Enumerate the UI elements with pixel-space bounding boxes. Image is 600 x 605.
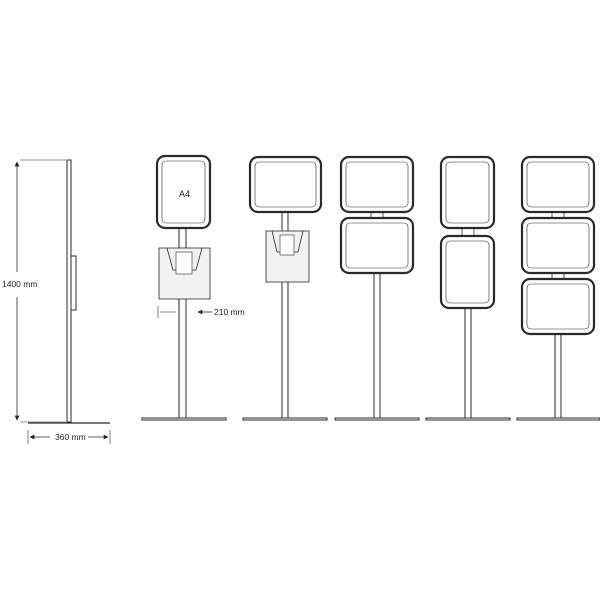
stand2-frame-inner [254,161,317,208]
stand5-frame-bottom-inner [526,283,590,330]
side-view-pole [66,159,72,423]
pocket-width-dimension-label: 210 mm [214,307,245,317]
stand-two-landscape [334,155,420,421]
stand-two-portrait [425,155,511,421]
stand3-pole [373,271,381,419]
base-width-dimension-label: 360 mm [55,432,86,442]
stand-a4-with-holder [141,154,227,421]
stand4-frame-bottom-inner [445,240,490,304]
a4-frame-label: A4 [179,189,190,199]
stand3-frame-top-inner [345,161,409,208]
stand4-pole [464,307,472,419]
stand4-frame-top-inner [445,161,490,224]
stand3-frame-bottom-inner [345,222,409,269]
stand5-pole [554,332,562,419]
stand2-holder-mount [279,234,295,256]
stand1-a4-frame-inner [161,160,206,224]
stand-landscape-with-holder [242,155,328,421]
stand5-frame-middle-inner [526,222,590,269]
side-view-pocket [70,255,77,311]
side-view [14,159,111,444]
stand-three-landscape [516,155,600,421]
stand1-holder-mount [175,251,193,275]
height-dimension-label: 1400 mm [2,279,37,289]
stand5-frame-top-inner [526,161,590,208]
